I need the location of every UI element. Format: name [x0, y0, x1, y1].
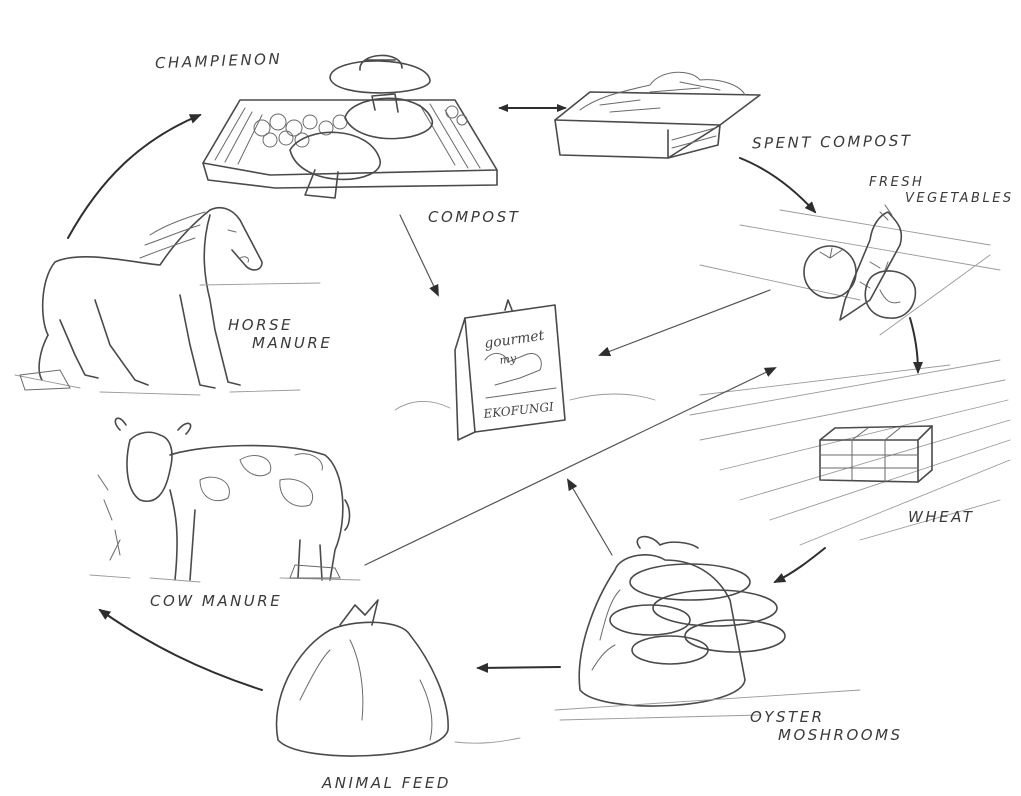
animal-feed-illustration — [275, 599, 521, 757]
arrow-wheat-to-oyster — [773, 547, 826, 583]
arrow-vegetables-to-wheat — [909, 317, 923, 374]
arrow-oyster-to-field — [566, 478, 613, 556]
label-spent-compost: SPENT COMPOST — [751, 131, 913, 153]
cow-illustration — [89, 417, 361, 583]
product-bag-illustration — [394, 299, 656, 441]
label-oyster-mushrooms: OYSTER MOSHROOMS — [750, 708, 903, 744]
label-horse-manure: HORSE MANURE — [228, 316, 333, 352]
arrow-oyster-to-animal-feed — [476, 662, 561, 673]
arrow-feed-to-cow-manure — [98, 608, 263, 691]
fresh-vegetables-illustration — [699, 204, 1001, 336]
label-animal-feed: ANIMAL FEED — [322, 774, 451, 792]
arrow-compost-to-bag — [399, 214, 439, 297]
oyster-mushrooms-illustration — [554, 535, 861, 721]
wheat-illustration — [689, 359, 1011, 546]
arrow-cow-manure-to-field — [364, 367, 777, 566]
champignon-compost-illustration — [202, 54, 498, 199]
bag-line1-text: gourmet — [483, 328, 545, 352]
label-cow-manure: COW MANURE — [150, 592, 283, 610]
bag-line2-text: my — [499, 352, 518, 367]
bag-brand-text: EKOFUNGI — [482, 400, 555, 421]
arrow-horse-to-champignon — [67, 114, 202, 239]
arrow-spent-compost-to-vegetables — [739, 157, 817, 214]
label-wheat: WHEAT — [908, 508, 975, 526]
arrow-vegetables-to-bag — [598, 289, 771, 357]
cycle-arrows — [67, 104, 923, 691]
label-fresh-vegetables: FRESH VEGETABLES — [869, 175, 1014, 206]
label-compost: COMPOST — [428, 208, 521, 226]
horse-illustration — [14, 206, 321, 396]
spent-compost-illustration — [554, 71, 761, 159]
